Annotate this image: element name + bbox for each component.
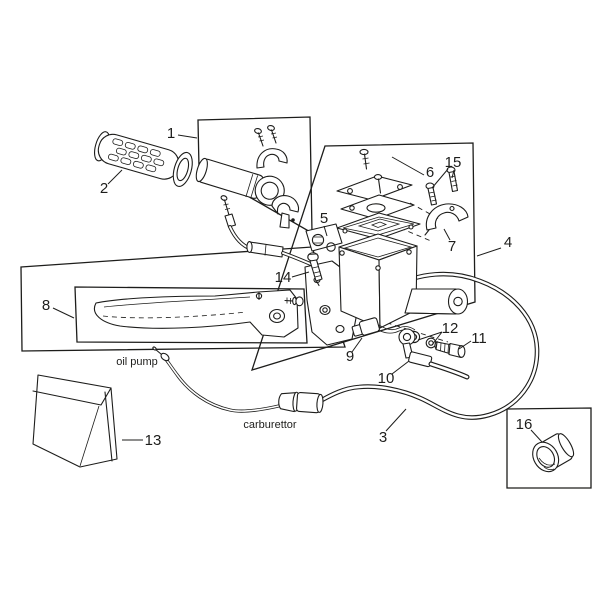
grommet — [532, 433, 575, 473]
brake-switch — [351, 317, 416, 337]
callout-8: 8 — [42, 297, 50, 314]
callout-13: 13 — [145, 432, 162, 449]
text-annotations: oil pump carburettor — [116, 356, 297, 431]
throttle-cable-upper — [220, 195, 322, 270]
callout-15: 15 — [445, 154, 462, 171]
grommet-frame — [506, 407, 592, 489]
throttle-oil-cable — [152, 271, 540, 420]
callout-1: 1 — [167, 125, 175, 142]
banjo-bolt — [434, 341, 466, 359]
reservoir-cover-stack — [336, 148, 421, 240]
throttle-tube-assembly — [195, 124, 300, 229]
callout-12: 12 — [442, 320, 459, 337]
reservoir-cover — [336, 175, 413, 201]
reservoir-top-plate — [336, 212, 421, 240]
throttle-housing-screws — [254, 124, 278, 147]
carburettor-cable-adjuster — [278, 391, 324, 414]
cover-boot — [32, 374, 118, 468]
callout-labels: 1 2 3 4 5 6 7 8 9 10 11 12 13 14 15 16 — [42, 125, 533, 449]
callout-16: 16 — [516, 416, 533, 433]
pivot-bolt — [307, 252, 323, 287]
brake-hose — [398, 328, 470, 380]
callout-9: 9 — [346, 348, 354, 365]
reservoir-body — [338, 233, 469, 329]
brake-lever — [94, 289, 304, 338]
lever-screw — [284, 296, 304, 307]
handlebar-clamp — [424, 203, 469, 236]
throttle-clamp-upper — [256, 148, 288, 169]
callout-10: 10 — [378, 370, 395, 387]
callout-7: 7 — [448, 238, 456, 255]
throttle-clamp-lower — [271, 195, 300, 215]
callout-5: 5 — [320, 210, 328, 227]
o-ring — [326, 242, 336, 252]
oil-pump-cable-nipple — [152, 346, 170, 362]
leader-lines — [52, 134, 543, 443]
reservoir-outlet — [404, 288, 469, 315]
callout-11: 11 — [471, 330, 487, 347]
handlebar-grip — [94, 131, 193, 187]
callout-14: 14 — [275, 269, 292, 286]
lever-frame — [74, 286, 308, 344]
callout-6: 6 — [426, 164, 434, 181]
plug-plate — [305, 223, 343, 252]
callout-4: 4 — [504, 234, 512, 251]
oil-pump-label: oil pump — [116, 356, 158, 368]
lever-outer-frame — [20, 246, 346, 352]
grip-knurl-pattern — [107, 138, 165, 173]
cable-barrel-adjuster — [246, 241, 284, 258]
callout-3: 3 — [379, 429, 387, 446]
callout-2: 2 — [100, 180, 108, 197]
carburettor-label: carburettor — [243, 419, 297, 431]
